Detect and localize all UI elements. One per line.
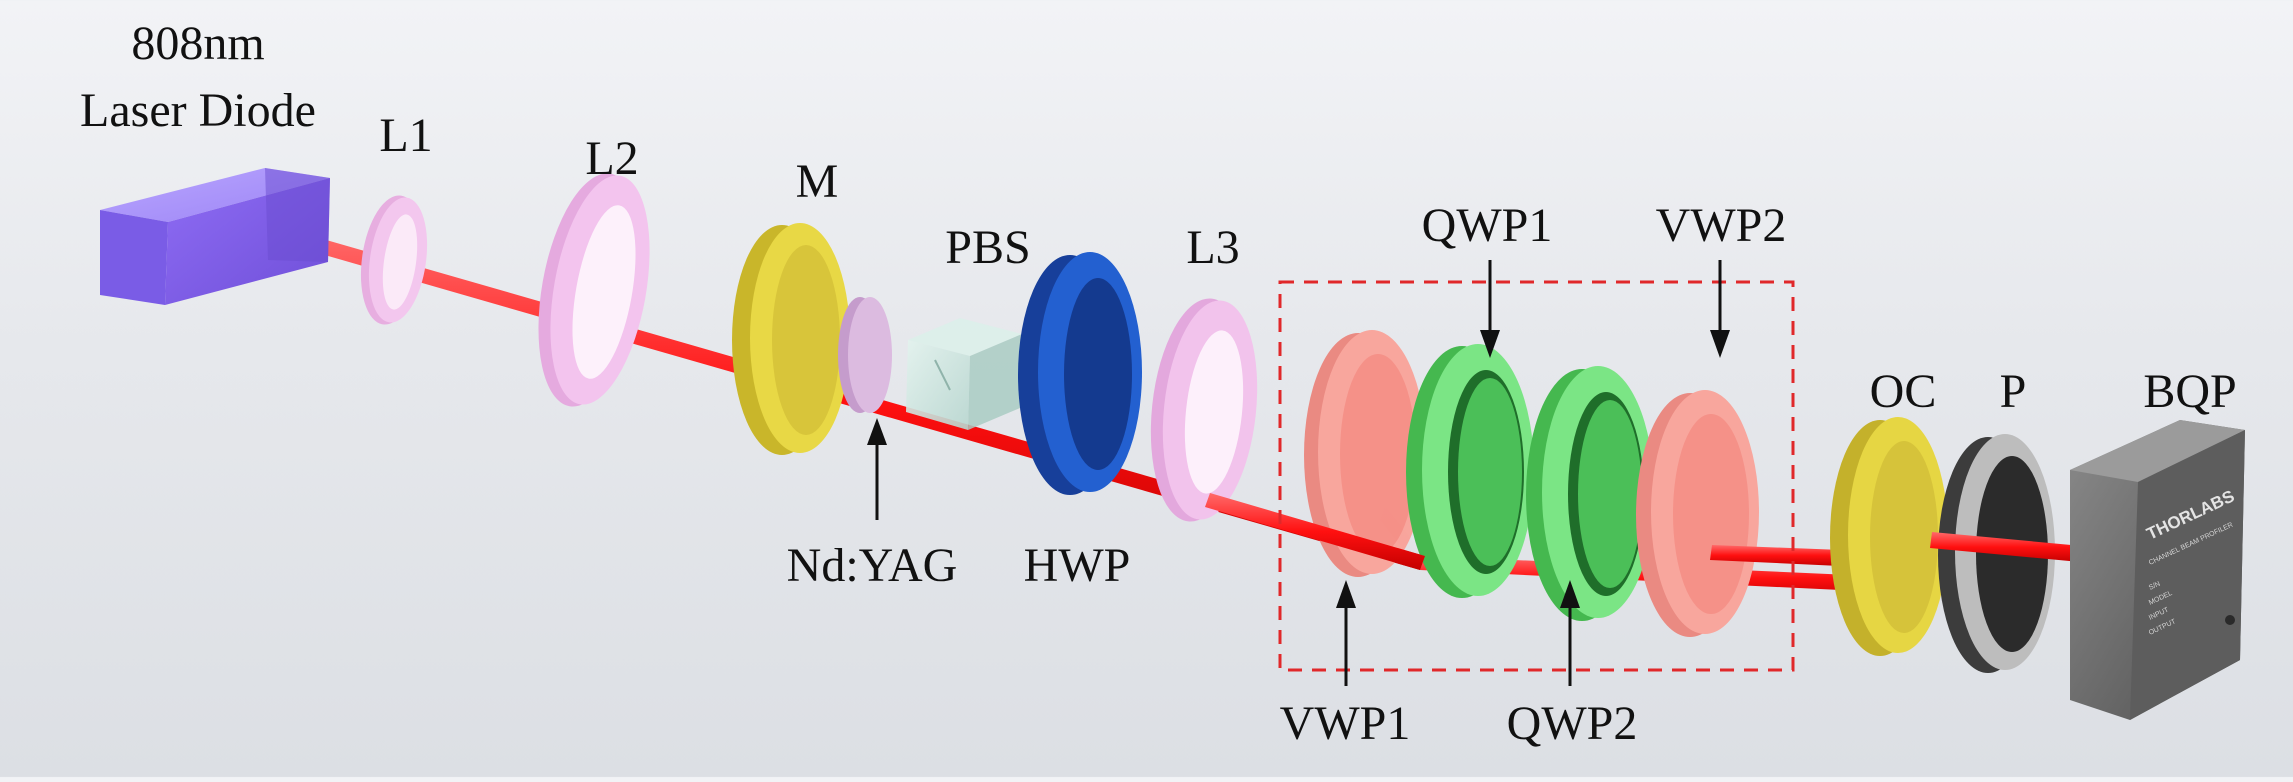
- arrow-qwp1: [1480, 260, 1500, 358]
- label-vwp1: VWP1: [1279, 697, 1411, 750]
- label-qwp1: QWP1: [1421, 199, 1553, 252]
- qwp2: [1526, 366, 1654, 621]
- hwp: [1018, 252, 1142, 495]
- laser-beam-front: [1205, 493, 1842, 570]
- output-coupler-oc: [1830, 417, 1948, 656]
- laser-beam-profiler: [1930, 532, 2082, 562]
- lens-l1: [360, 195, 428, 325]
- mirror-m: [732, 223, 850, 455]
- label-bqp: BQP: [2143, 365, 2237, 418]
- label-vwp2: VWP2: [1655, 199, 1787, 252]
- nd-yag-crystal: [838, 297, 892, 413]
- label-qwp2: QWP2: [1506, 697, 1638, 750]
- device-port-icon: [2225, 615, 2235, 625]
- label-laser-diode: Laser Diode: [80, 84, 316, 137]
- arrow-qwp2: [1560, 580, 1580, 686]
- lens-l3: [1150, 298, 1258, 522]
- label-l2: L2: [585, 132, 639, 185]
- label-hwp: HWP: [1023, 539, 1131, 592]
- beam-profiler-bqp: THORLABS CHANNEL BEAM PROFILER S/N MODEL…: [2070, 420, 2245, 720]
- annotation-arrows: [867, 260, 1730, 686]
- label-nd-yag: Nd:YAG: [786, 539, 958, 592]
- pbs-cube: [906, 318, 1022, 430]
- label-p: P: [1999, 365, 2027, 418]
- label-pbs: PBS: [945, 221, 1031, 274]
- laser-diode: [100, 168, 330, 305]
- arrow-vwp2: [1710, 260, 1730, 358]
- label-l3: L3: [1186, 221, 1240, 274]
- label-m: M: [795, 155, 839, 208]
- lens-l2: [538, 173, 650, 407]
- vwp2: [1636, 390, 1759, 637]
- arrow-nd-yag: [867, 418, 887, 520]
- device-text-line2: S/N: [2148, 581, 2162, 592]
- label-oc: OC: [1869, 365, 1937, 418]
- label-laser-diode-wavelength: 808nm: [131, 17, 265, 70]
- arrow-vwp1: [1336, 580, 1356, 686]
- qwp1: [1406, 344, 1534, 598]
- label-l1: L1: [379, 109, 433, 162]
- vwp1: [1304, 330, 1426, 577]
- dashed-selection-box: [1278, 280, 1795, 672]
